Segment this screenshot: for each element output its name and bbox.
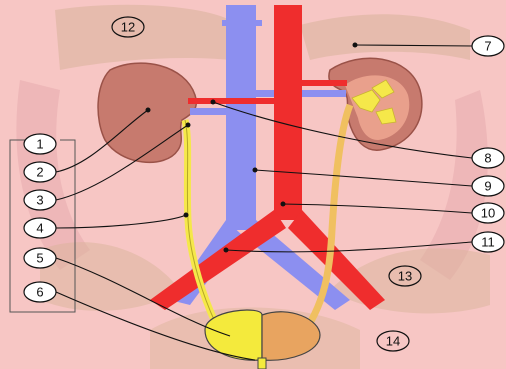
callout-11: 11 [472, 232, 504, 252]
left-renal-artery [188, 98, 274, 104]
callout-1: 1 [24, 134, 56, 154]
svg-text:13: 13 [398, 269, 412, 284]
svg-text:5: 5 [36, 251, 43, 266]
inferior-vena-cava [226, 5, 256, 230]
svg-text:2: 2 [36, 165, 43, 180]
aorta [274, 5, 302, 220]
svg-text:12: 12 [121, 20, 135, 35]
svg-text:14: 14 [386, 334, 400, 349]
svg-text:1: 1 [36, 137, 43, 152]
svg-text:4: 4 [36, 221, 43, 236]
callout-3: 3 [24, 190, 56, 210]
left-renal-vein [190, 108, 230, 115]
svg-text:8: 8 [484, 151, 491, 166]
svg-text:11: 11 [481, 235, 495, 250]
svg-text:6: 6 [36, 285, 43, 300]
callout-6: 6 [24, 282, 56, 302]
right-renal-artery [302, 80, 347, 86]
callout-9: 9 [472, 176, 504, 196]
urethra [258, 358, 266, 369]
svg-text:9: 9 [484, 179, 491, 194]
callout-8: 8 [472, 148, 504, 168]
callout-4: 4 [24, 218, 56, 238]
svg-text:7: 7 [484, 39, 491, 54]
svg-text:3: 3 [36, 193, 43, 208]
callout-5: 5 [24, 248, 56, 268]
svg-text:10: 10 [481, 206, 495, 221]
hepatic-vein [222, 20, 262, 26]
mesenteric-artery [280, 62, 300, 68]
callout-2: 2 [24, 162, 56, 182]
callout-7: 7 [472, 36, 504, 56]
callout-10: 10 [472, 203, 504, 223]
